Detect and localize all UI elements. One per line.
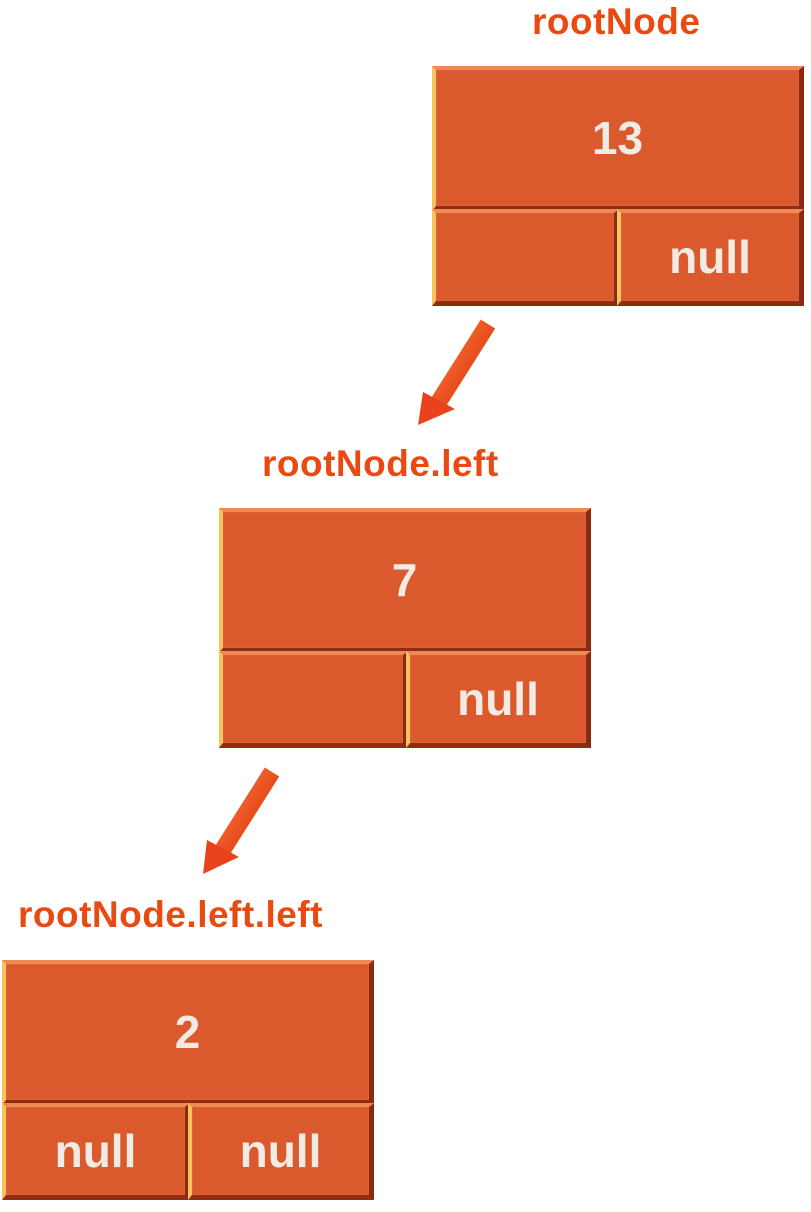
- node-label-root: rootNode: [532, 1, 701, 42]
- node-value-cell: 7: [219, 508, 591, 653]
- node-left: 7 null: [219, 508, 591, 748]
- left-pointer-cell: null: [2, 1103, 190, 1200]
- right-pointer-cell: null: [617, 209, 804, 306]
- node-value-cell: 2: [2, 960, 374, 1105]
- right-pointer-cell: null: [188, 1103, 374, 1200]
- node-label-left: rootNode.left: [262, 443, 499, 484]
- left-pointer-cell: [432, 209, 619, 306]
- node-root: 13 null: [432, 66, 804, 306]
- node-left-left: 2 null null: [2, 960, 374, 1200]
- left-pointer-cell: [219, 651, 408, 748]
- arrow-left-to-leftleft: [203, 767, 280, 874]
- right-pointer-cell: null: [406, 651, 591, 748]
- node-value-cell: 13: [432, 66, 804, 211]
- node-label-left-left: rootNode.left.left: [18, 894, 323, 935]
- arrow-root-to-left: [418, 319, 496, 425]
